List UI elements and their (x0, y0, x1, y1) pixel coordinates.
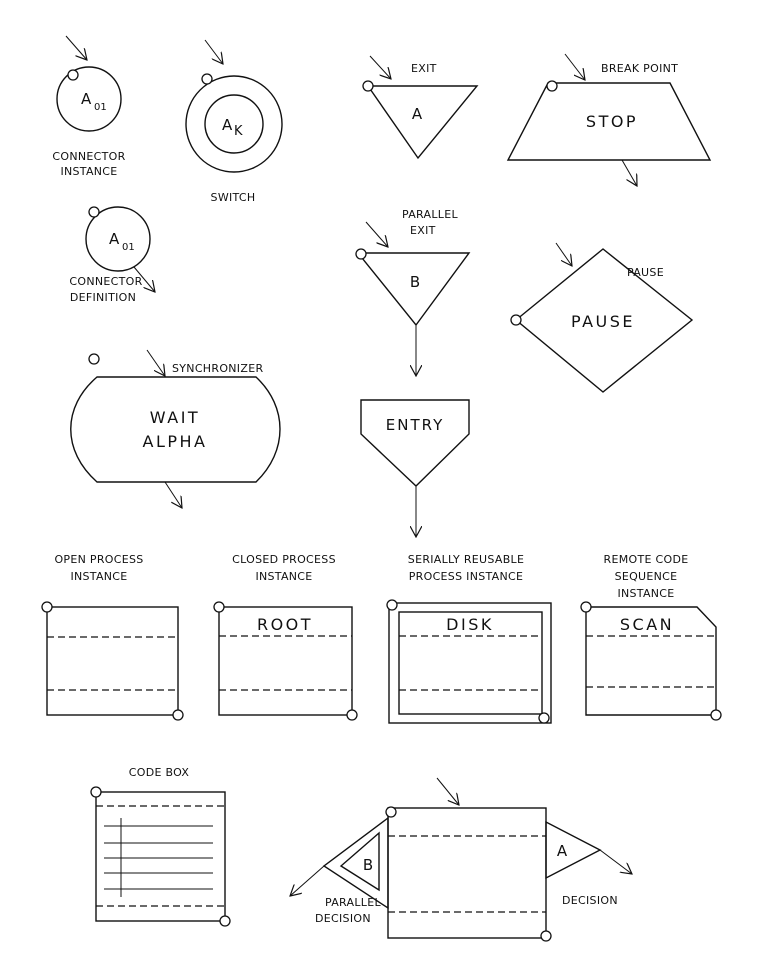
parallel-decision-label-line1: PARALLEL (325, 896, 381, 909)
serially-reusable-label-line1: SERIALLY REUSABLE (408, 553, 524, 566)
switch-label: SWITCH (211, 191, 256, 204)
closed-process-instance-symbol: CLOSED PROCESS INSTANCE ROOT (213, 553, 358, 721)
disk-text: DISK (446, 615, 494, 634)
switch-subscript: K (234, 124, 245, 139)
parallel-exit-letter: B (410, 273, 422, 291)
break-point-symbol: BREAK POINT STOP (506, 53, 712, 186)
pause-text: PAUSE (571, 312, 635, 331)
wait-text: WAIT (150, 408, 200, 427)
code-box-symbol: CODE BOX (90, 766, 231, 927)
exit-letter: A (412, 105, 424, 123)
switch-letter: A (222, 116, 234, 134)
stop-text: STOP (586, 112, 638, 131)
connector-definition-letter: A (109, 230, 121, 248)
serially-reusable-process-symbol: SERIALLY REUSABLE PROCESS INSTANCE DISK (386, 553, 552, 724)
code-box-label: CODE BOX (129, 766, 190, 779)
parallel-exit-symbol: B PARALLEL EXIT (355, 208, 471, 376)
synchronizer-label: SYNCHRONIZER (172, 362, 263, 375)
entry-text: ENTRY (386, 416, 445, 434)
alpha-text: ALPHA (143, 432, 208, 451)
parallel-decision-label-line2: DECISION (315, 912, 371, 925)
connector-definition-label-line2: DEFINITION (70, 291, 136, 304)
root-text: ROOT (257, 615, 313, 634)
decision-label: DECISION (562, 894, 618, 907)
open-process-label-line2: INSTANCE (70, 570, 127, 583)
connector-instance-symbol: A 01 CONNECTOR INSTANCE (52, 35, 125, 178)
closed-process-label-line2: INSTANCE (255, 570, 312, 583)
decision-letter: A (557, 842, 569, 860)
entry-symbol: ENTRY (360, 399, 470, 537)
open-process-label-line1: OPEN PROCESS (54, 553, 143, 566)
connector-instance-subscript: 01 (94, 102, 107, 113)
synchronizer-symbol: SYNCHRONIZER WAIT ALPHA (70, 349, 281, 508)
serially-reusable-label-line2: PROCESS INSTANCE (409, 570, 524, 583)
decision-composite-symbol: B PARALLEL DECISION A DECISION (290, 777, 632, 942)
open-process-instance-symbol: OPEN PROCESS INSTANCE (41, 553, 184, 721)
exit-symbol: A EXIT (362, 55, 479, 160)
parallel-exit-label-line1: PARALLEL (402, 208, 458, 221)
pause-label: PAUSE (627, 266, 664, 279)
connector-instance-label-line2: INSTANCE (60, 165, 117, 178)
scan-text: SCAN (620, 615, 674, 634)
remote-code-label-line2: SEQUENCE (615, 570, 678, 583)
remote-code-label-line1: REMOTE CODE (604, 553, 689, 566)
exit-label: EXIT (411, 62, 437, 75)
closed-process-label-line1: CLOSED PROCESS (232, 553, 336, 566)
break-point-label: BREAK POINT (601, 62, 678, 75)
remote-code-sequence-symbol: REMOTE CODE SEQUENCE INSTANCE SCAN (580, 553, 722, 721)
connector-instance-label-line1: CONNECTOR (52, 150, 125, 163)
connector-definition-subscript: 01 (122, 242, 135, 253)
connector-definition-symbol: A 01 CONNECTOR DEFINITION (69, 206, 155, 304)
pause-symbol: PAUSE PAUSE (510, 242, 694, 393)
parallel-decision-letter: B (363, 856, 375, 874)
connector-instance-letter: A (81, 90, 93, 108)
switch-symbol: A K SWITCH (185, 39, 283, 204)
parallel-exit-label-line2: EXIT (410, 224, 436, 237)
remote-code-label-line3: INSTANCE (617, 587, 674, 600)
connector-definition-label-line1: CONNECTOR (69, 275, 142, 288)
